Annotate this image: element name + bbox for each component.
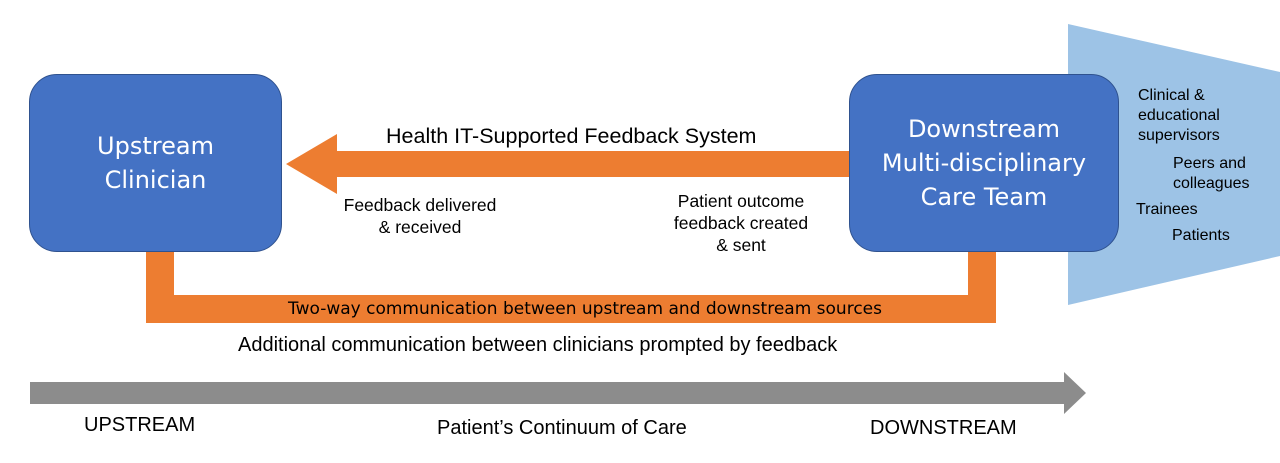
feedback-delivered-line: Feedback delivered <box>343 195 497 215</box>
feedback-created-line: & sent <box>716 235 766 255</box>
stakeholder-supervisors: Clinical & educational supervisors <box>1138 86 1220 146</box>
continuum-downstream-label: DOWNSTREAM <box>870 417 1017 439</box>
downstream-box-line: Downstream <box>907 115 1061 143</box>
continuum-arrow <box>30 372 1086 414</box>
two-way-communication-label: Two-way communication between upstream a… <box>288 299 882 319</box>
feedback-created-text: Patient outcome feedback created & sent <box>655 190 827 256</box>
continuum-upstream-label: UPSTREAM <box>84 414 196 436</box>
continuum-center-label: Patient’s Continuum of Care <box>437 417 687 439</box>
downstream-box-line: Care Team <box>920 183 1048 211</box>
upstream-clinician-box: Upstream Clinician <box>29 74 282 252</box>
downstream-box-line: Multi-disciplinary <box>881 149 1087 177</box>
upstream-box-line: Upstream <box>97 132 214 160</box>
stakeholder-line: supervisors <box>1138 127 1220 144</box>
stakeholder-panel <box>1068 24 1280 305</box>
stakeholder-line: educational <box>1138 107 1220 124</box>
feedback-system-label: Health IT-Supported Feedback System <box>386 124 757 148</box>
stakeholder-line: Clinical & <box>1138 87 1205 104</box>
stakeholder-trainees: Trainees <box>1136 201 1198 218</box>
stakeholder-line: Peers and <box>1173 155 1246 172</box>
stakeholder-line: colleagues <box>1173 175 1250 192</box>
feedback-created-line: feedback created <box>673 213 809 233</box>
feedback-delivered-text: Feedback delivered & received <box>330 194 510 238</box>
feedback-delivered-line: & received <box>378 217 462 237</box>
downstream-team-box: Downstream Multi-disciplinary Care Team <box>849 74 1119 252</box>
two-way-communication-arrow <box>128 216 1024 323</box>
stakeholder-peers: Peers and colleagues <box>1173 154 1250 194</box>
feedback-arrow <box>286 134 851 194</box>
feedback-created-line: Patient outcome <box>677 191 805 211</box>
upstream-box-line: Clinician <box>104 166 207 194</box>
stakeholder-patients: Patients <box>1172 227 1230 244</box>
additional-communication-caption: Additional communication between clinici… <box>238 334 838 356</box>
